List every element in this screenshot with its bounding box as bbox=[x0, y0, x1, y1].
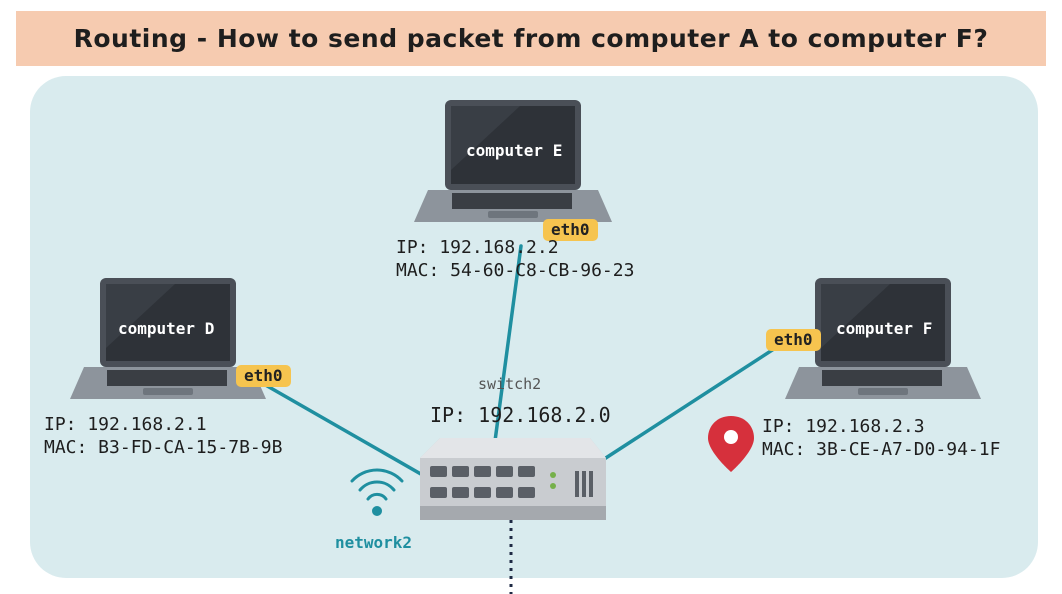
computer-e-name: computer E bbox=[466, 141, 563, 160]
computer-f-mac: MAC: 3B-CE-A7-D0-94-1F bbox=[762, 439, 1001, 460]
computer-d-name: computer D bbox=[118, 319, 215, 338]
computer-f-eth0-tag: eth0 bbox=[766, 329, 821, 351]
computer-e-mac: MAC: 54-60-C8-CB-96-23 bbox=[396, 260, 635, 281]
computer-f-name: computer F bbox=[836, 319, 933, 338]
computer-f-laptop bbox=[785, 278, 981, 399]
computer-d-mac: MAC: B3-FD-CA-15-7B-9B bbox=[44, 437, 283, 458]
computer-f-ip: IP: 192.168.2.3 bbox=[762, 416, 925, 437]
computer-e-ip: IP: 192.168.2.2 bbox=[396, 237, 559, 258]
wifi-icon bbox=[350, 468, 404, 516]
computer-e-laptop bbox=[414, 100, 612, 222]
computer-f-address-block: IP: 192.168.2.3 MAC: 3B-CE-A7-D0-94-1F bbox=[762, 415, 1000, 461]
switch-name: switch2 bbox=[478, 375, 542, 393]
computer-d-address-block: IP: 192.168.2.1 MAC: B3-FD-CA-15-7B-9B bbox=[44, 413, 282, 459]
wire-computer-d bbox=[260, 381, 435, 483]
location-pin-icon bbox=[708, 416, 754, 472]
title-bar: Routing - How to send packet from comput… bbox=[16, 11, 1046, 66]
computer-e-eth0-tag: eth0 bbox=[543, 219, 598, 241]
computer-d-laptop bbox=[70, 278, 266, 399]
switch-ip: IP: 192.168.2.0 bbox=[430, 403, 611, 427]
computer-e-address-block: IP: 192.168.2.2 MAC: 54-60-C8-CB-96-23 bbox=[396, 236, 634, 282]
computer-d-eth0-tag: eth0 bbox=[236, 365, 291, 387]
network-name: network2 bbox=[335, 533, 413, 552]
switch-device bbox=[420, 438, 606, 520]
page-title: Routing - How to send packet from comput… bbox=[73, 24, 989, 53]
computer-d-ip: IP: 192.168.2.1 bbox=[44, 414, 207, 435]
